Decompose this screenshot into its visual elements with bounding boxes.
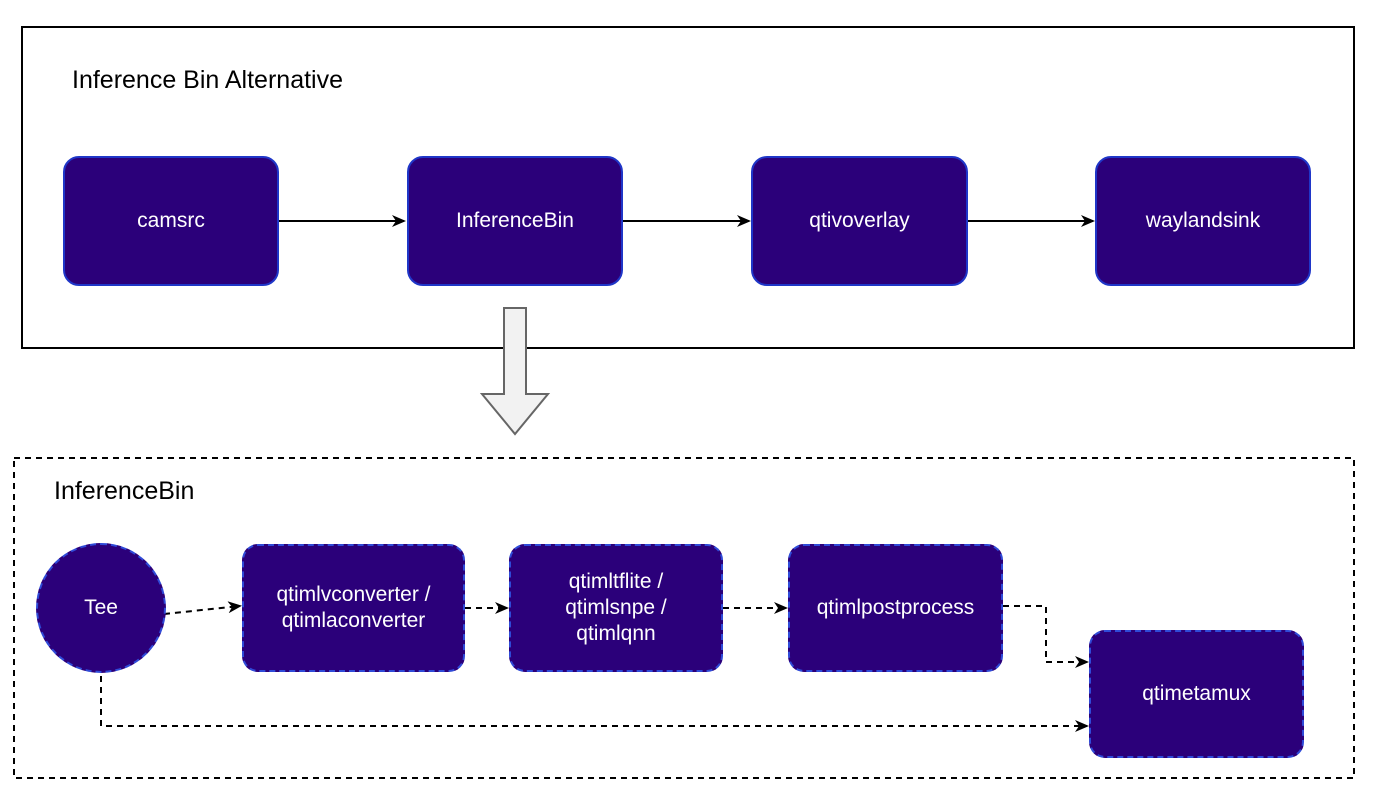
- node-waylandsink: waylandsink: [1095, 156, 1311, 286]
- node-postprocess: qtimlpostprocess: [788, 544, 1003, 672]
- node-tee: Tee: [36, 543, 166, 673]
- node-converter-label: qtimlvconverter / qtimlaconverter: [276, 583, 431, 632]
- edge-postprocess-to-metamux: [1003, 605, 1089, 668]
- node-inferencebin: InferenceBin: [407, 156, 623, 286]
- node-metamux-label: qtimetamux: [1142, 682, 1251, 705]
- node-qtivoverlay-label: qtivoverlay: [809, 209, 910, 232]
- node-waylandsink-label: waylandsink: [1145, 209, 1261, 232]
- inner-group-title: InferenceBin: [54, 477, 195, 505]
- node-inference-label: qtimltflite / qtimlsnpe / qtimlqnn: [565, 570, 667, 645]
- node-inferencebin-label: InferenceBin: [456, 209, 574, 232]
- node-qtivoverlay: qtivoverlay: [751, 156, 968, 286]
- edge-tee-to-metamux: [100, 676, 1089, 732]
- node-inference: qtimltflite / qtimlsnpe / qtimlqnn: [509, 544, 723, 672]
- node-converter: qtimlvconverter / qtimlaconverter: [242, 544, 465, 672]
- node-tee-label: Tee: [84, 596, 118, 619]
- node-camsrc-label: camsrc: [137, 209, 205, 232]
- outer-group-title: Inference Bin Alternative: [72, 66, 343, 94]
- node-postprocess-label: qtimlpostprocess: [816, 596, 975, 619]
- inner-group-frame: [13, 457, 1355, 779]
- node-camsrc: camsrc: [63, 156, 279, 286]
- expand-down-arrow: [479, 307, 551, 436]
- edge-tee-to-converter: [163, 601, 242, 615]
- node-metamux: qtimetamux: [1089, 630, 1304, 758]
